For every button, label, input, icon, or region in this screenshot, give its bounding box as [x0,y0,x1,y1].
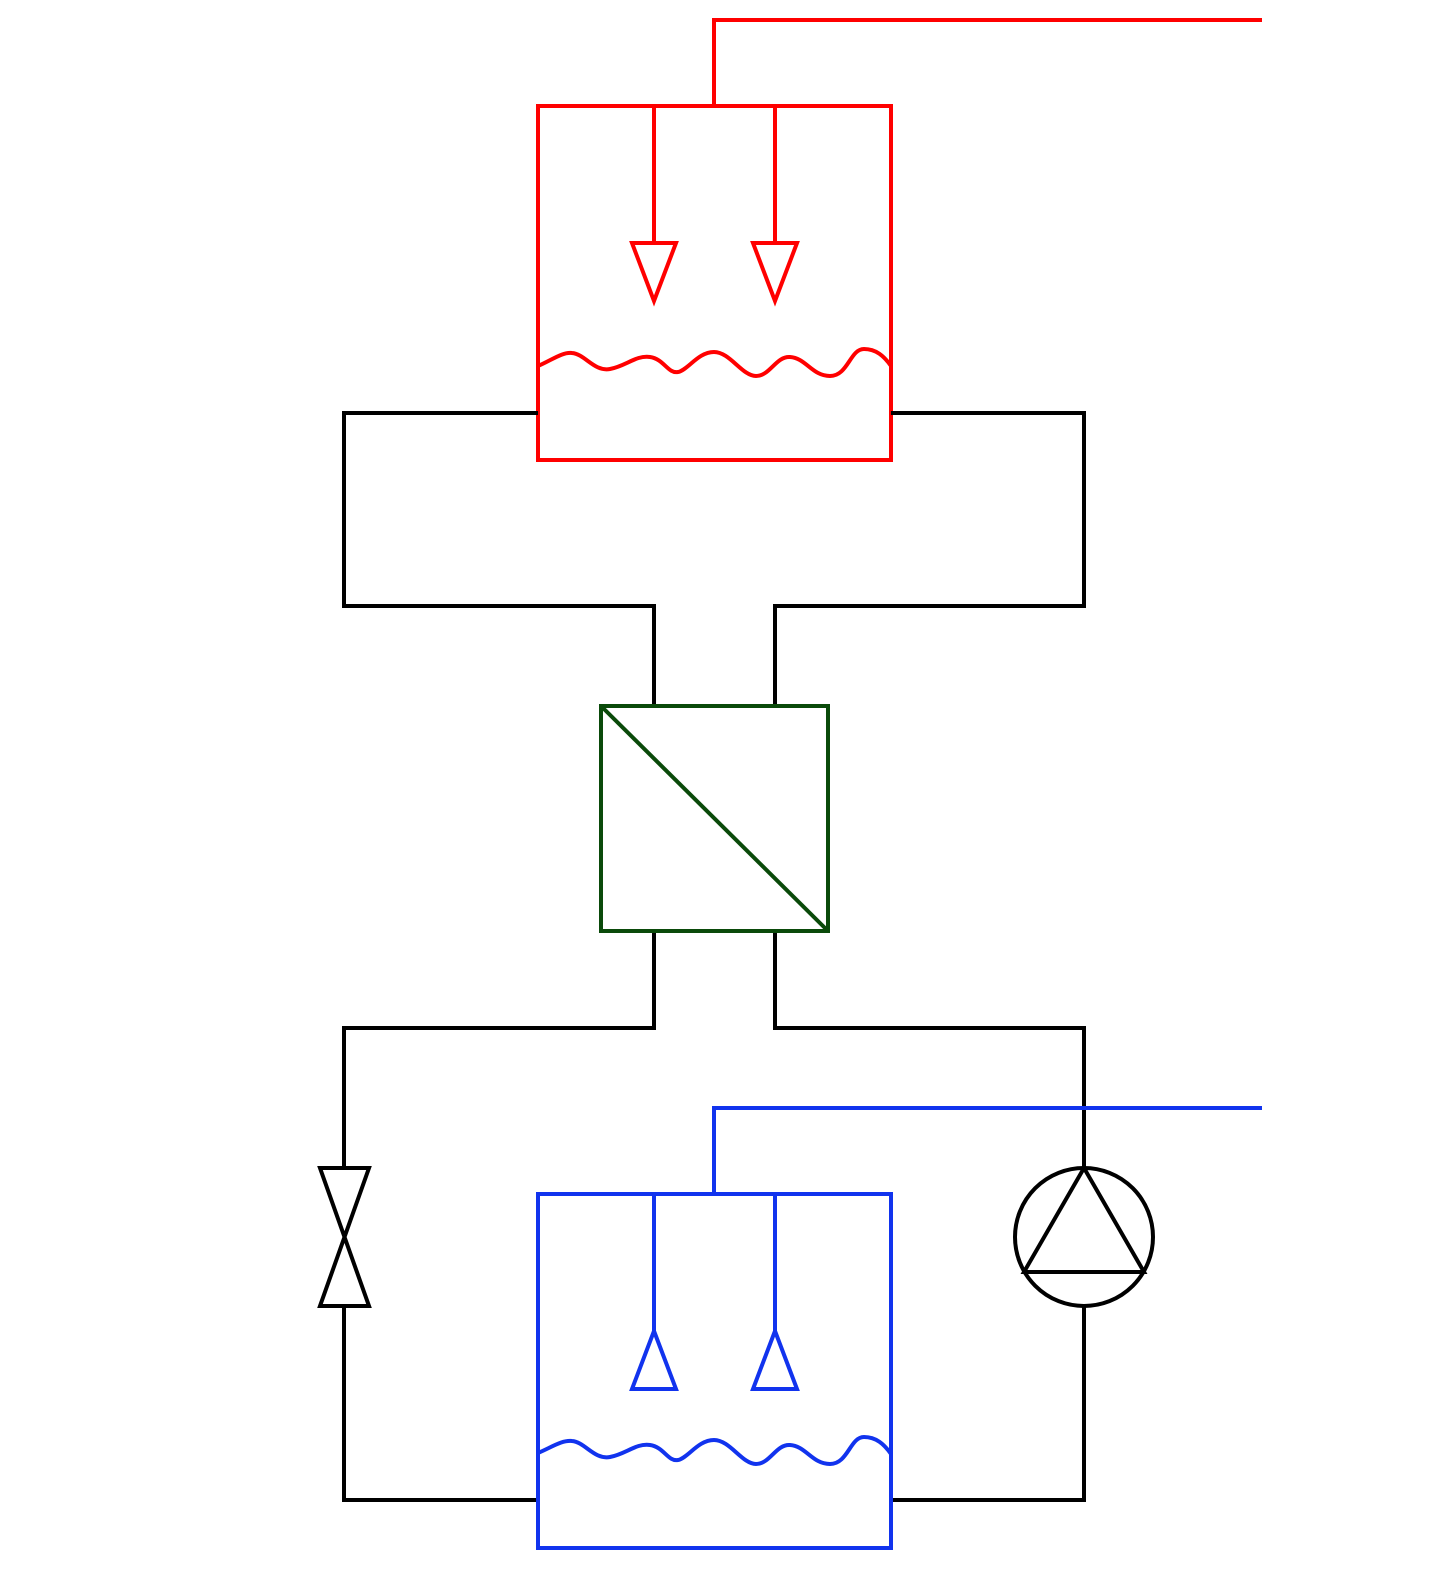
cold-spray-nozzle-icon [629,1325,679,1391]
valve-bowtie-icon [317,1166,372,1308]
lower-left-return-pipe [342,1306,536,1502]
hot-spray-nozzle-icon [629,241,679,307]
heat-exchanger [599,704,830,933]
upper-right-loop-pipe [773,411,1086,706]
valve-icon [317,1166,372,1308]
cold-tank-group [536,1106,1262,1550]
pump-casing [1013,1166,1155,1308]
hot-tank [536,104,893,462]
lower-right-return-pipe [893,1306,1086,1502]
hot-tank-group [536,18,1262,462]
cold-inlet-line [712,1106,1262,1194]
lower-left-loop-pipe [342,931,656,1168]
hot-inlet-line [712,18,1262,106]
cold-liquid-surface [537,1434,893,1467]
hot-spray-nozzle-icon [750,241,800,307]
upper-left-loop-pipe [342,411,656,706]
loop-piping [342,411,1086,1502]
heat-exchanger-body [599,704,830,933]
pump-triangle-icon [1020,1163,1148,1274]
cold-tank [536,1192,893,1550]
pump-icon [1013,1163,1155,1308]
hot-liquid-surface [537,346,893,379]
cold-spray-nozzle-icon [750,1325,800,1391]
lower-right-loop-pipe [773,931,1086,1168]
heat-exchanger-diagonal [599,704,830,933]
